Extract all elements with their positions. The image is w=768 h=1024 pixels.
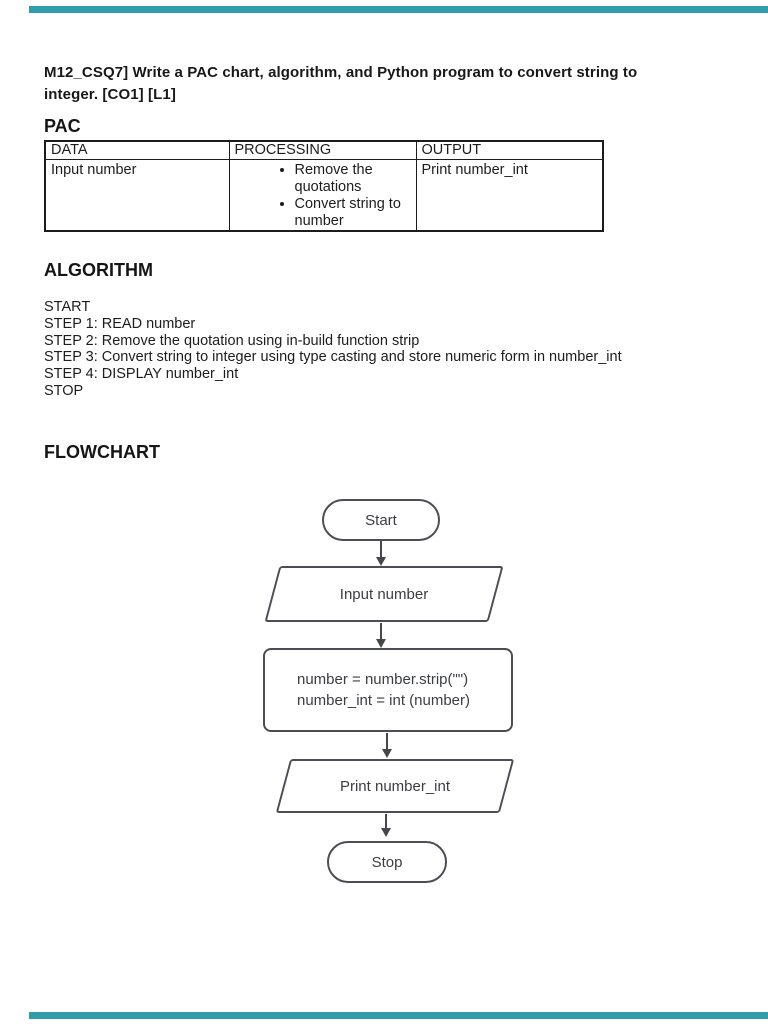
algorithm-line-start: START — [44, 299, 91, 315]
process-code-line1: number = number.strip("") — [297, 671, 469, 688]
processing-bullet-2: Convert string to number — [295, 196, 411, 230]
processing-bullet-1: Remove the quotations — [295, 162, 411, 196]
page-top-edge-bar — [29, 6, 768, 13]
algorithm-heading: ALGORITHM — [44, 260, 153, 280]
arrow-start-to-input — [380, 541, 382, 557]
algorithm-line-step3: STEP 3: Convert string to integer using … — [44, 349, 622, 366]
arrowhead-start-to-input — [376, 557, 386, 566]
flowchart-start-label: Start — [365, 511, 397, 529]
arrow-print-to-stop — [385, 814, 387, 828]
question-title: M12_CSQ7] Write a PAC chart, algorithm, … — [44, 62, 704, 106]
arrowhead-process-to-print — [382, 749, 392, 758]
flowchart-heading: FLOWCHART — [44, 442, 160, 462]
arrowhead-input-to-process — [376, 639, 386, 648]
algorithm-steps: START STEP 1: READ number STEP 2: Remove… — [44, 299, 744, 400]
pac-header-processing: PROCESSING — [228, 140, 417, 160]
arrow-input-to-process — [380, 623, 382, 639]
flowchart-output-label: Print number_int — [339, 777, 451, 795]
pac-table-body-row: Input number Remove the quotations Conve… — [44, 158, 604, 231]
algorithm-line-step4: STEP 4: DISPLAY number_int — [44, 366, 239, 383]
algorithm-line-stop: STOP — [44, 382, 84, 399]
question-title-line1: M12_CSQ7] Write a PAC chart, algorithm, … — [44, 64, 638, 81]
arrow-process-to-print — [386, 733, 388, 749]
page-bottom-edge-bar — [29, 1012, 768, 1019]
pac-header-output: OUTPUT — [415, 140, 604, 160]
process-code-line2: number_int = int (number) — [297, 692, 470, 709]
pac-cell-data: Input number — [44, 158, 230, 231]
pac-heading: PAC — [44, 116, 81, 136]
pac-table: DATA PROCESSING OUTPUT Input number Remo… — [44, 140, 604, 232]
flowchart-process-label: number = number.strip("") number_int = i… — [263, 648, 513, 732]
flowchart-start-node — [322, 499, 440, 541]
pac-table-header-row: DATA PROCESSING OUTPUT — [44, 140, 604, 160]
flowchart-stop-node — [327, 841, 447, 883]
flowchart-process-node — [263, 648, 513, 732]
pac-cell-processing: Remove the quotations Convert string to … — [228, 158, 417, 231]
algorithm-line-step1: STEP 1: READ number — [44, 315, 196, 332]
flowchart-input-label: Input number — [339, 585, 429, 603]
arrowhead-print-to-stop — [381, 828, 391, 837]
algorithm-line-step2: STEP 2: Remove the quotation using in-bu… — [44, 332, 420, 349]
flowchart-stop-label: Stop — [371, 853, 403, 871]
pac-cell-output: Print number_int — [415, 158, 604, 231]
question-title-line2: integer. [CO1] [L1] — [44, 86, 176, 103]
processing-bullet-list: Remove the quotations Convert string to … — [235, 162, 411, 230]
pac-header-data: DATA — [44, 140, 230, 160]
